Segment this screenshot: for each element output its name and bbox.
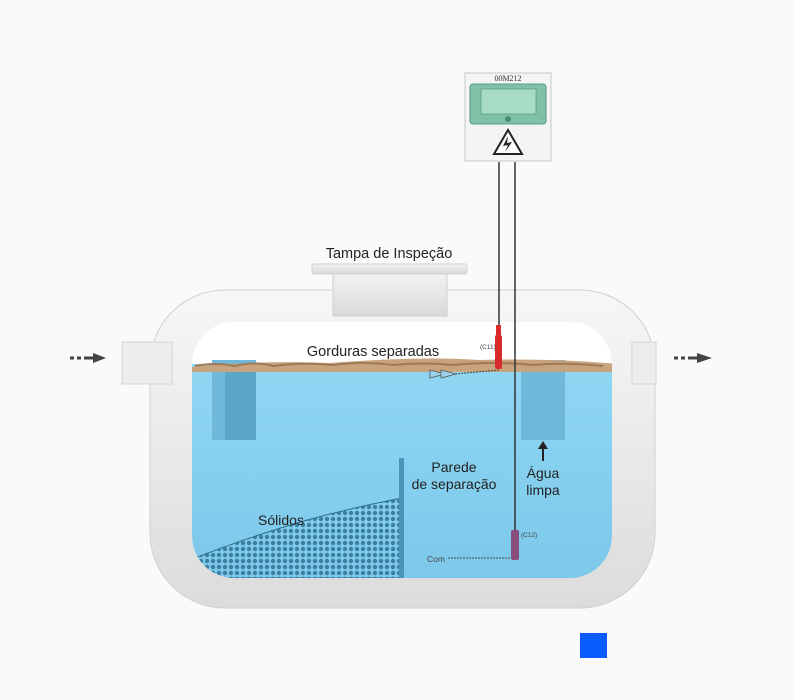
separation-wall (399, 458, 404, 578)
grease-texture (194, 362, 604, 368)
controller-led (505, 116, 511, 122)
inlet-arrow-icon (70, 353, 106, 363)
outlet-baffle (521, 360, 565, 440)
blue-indicator-square[interactable] (580, 633, 607, 658)
controller-screen (480, 88, 537, 115)
clean-water-label-line2: limpa (526, 482, 560, 498)
float-switch[interactable] (429, 369, 458, 379)
sensor-c12-label: (C12) (521, 532, 537, 539)
lightning-bolt-icon (503, 136, 512, 152)
sensor-c12[interactable] (511, 530, 519, 560)
separation-wall-label-line2: de separação (412, 476, 497, 492)
solids-label: Sólidos (258, 512, 304, 528)
com-label: Com (427, 554, 445, 564)
controller-box[interactable] (464, 72, 552, 162)
high-voltage-warning-icon (492, 128, 524, 155)
grease-label: Gorduras separadas (307, 344, 439, 360)
inspection-cover-label: Tampa de Inspeção (326, 246, 453, 262)
clean-water-label-line1: Água (527, 465, 560, 481)
separation-wall-label-line1: Parede (431, 459, 476, 475)
sensor-c11[interactable] (495, 325, 502, 369)
inlet-pipe (121, 341, 173, 385)
inlet-baffle-shadow (225, 372, 256, 440)
inspection-cover[interactable] (311, 263, 468, 317)
controller-cables (448, 162, 516, 559)
controller-model-label: 00M212 (494, 74, 521, 83)
outlet-pipe (631, 341, 657, 385)
sensor-c11-label: (C11) (480, 344, 496, 351)
upward-arrow-icon (538, 441, 548, 461)
outlet-arrow-icon (674, 353, 712, 363)
solids-deposit (192, 497, 403, 578)
